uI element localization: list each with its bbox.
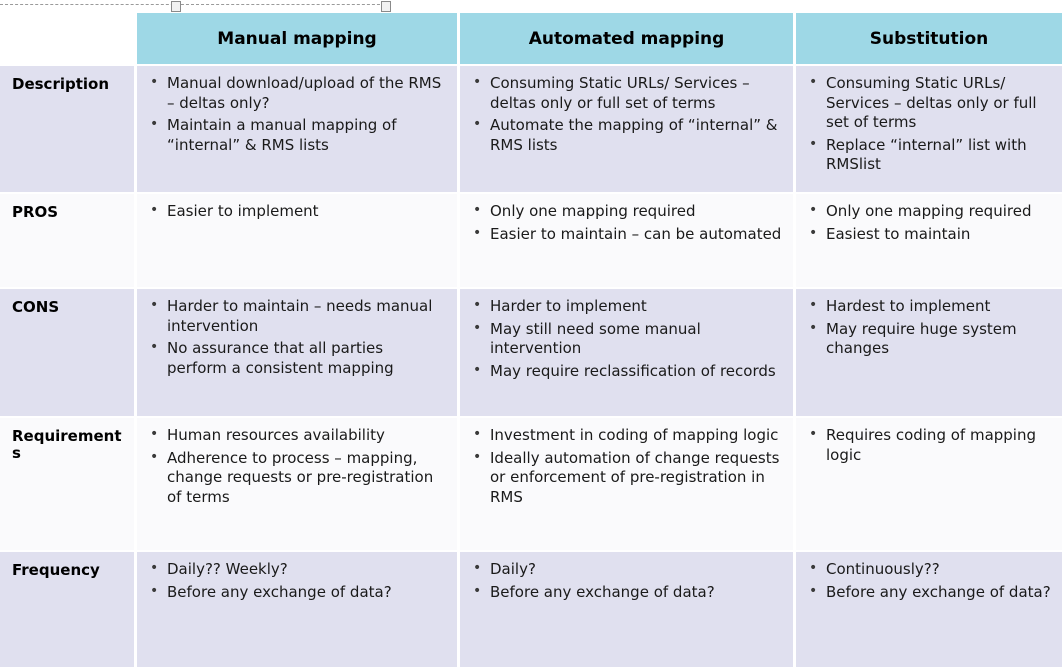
- bullet-item: Maintain a manual mapping of “internal” …: [145, 115, 447, 155]
- bullet-list: Hardest to implementMay require huge sys…: [804, 296, 1052, 359]
- table-cell[interactable]: Harder to maintain – needs manual interv…: [134, 287, 457, 416]
- bullet-item: Requires coding of mapping logic: [804, 425, 1052, 465]
- table-cell[interactable]: Consuming Static URLs/ Services – deltas…: [793, 64, 1062, 192]
- table-cell[interactable]: Only one mapping requiredEasier to maint…: [457, 192, 793, 287]
- bullet-item: Replace “internal” list with RMSlist: [804, 135, 1052, 175]
- bullet-item: May require reclassification of records: [468, 361, 783, 382]
- column-header-substitution[interactable]: Substitution: [793, 13, 1062, 64]
- comparison-table[interactable]: Manual mapping Automated mapping Substit…: [0, 13, 1062, 667]
- table-row: Description Manual download/upload of the…: [0, 64, 1062, 192]
- bullet-item: Before any exchange of data?: [145, 582, 447, 603]
- bullet-item: Consuming Static URLs/ Services – deltas…: [804, 73, 1052, 133]
- table-row: RequirementsHuman resources availability…: [0, 416, 1062, 550]
- bullet-item: Manual download/upload of the RMS – delt…: [145, 73, 447, 113]
- bullet-list: Harder to implementMay still need some m…: [468, 296, 783, 382]
- bullet-list: Daily?Before any exchange of data?: [468, 559, 783, 603]
- table-cell[interactable]: Continuously??Before any exchange of dat…: [793, 550, 1062, 667]
- bullet-item: Only one mapping required: [468, 201, 783, 222]
- column-header-manual-mapping[interactable]: Manual mapping: [134, 13, 457, 64]
- bullet-item: Easier to implement: [145, 201, 447, 222]
- bullet-item: No assurance that all parties perform a …: [145, 338, 447, 378]
- row-label-description: Description: [0, 64, 134, 192]
- table-body: Description Manual download/upload of the…: [0, 64, 1062, 667]
- row-label-requirements: Requirements: [0, 416, 134, 550]
- table-cell[interactable]: Harder to implementMay still need some m…: [457, 287, 793, 416]
- bullet-list: Harder to maintain – needs manual interv…: [145, 296, 447, 378]
- bullet-list: Consuming Static URLs/ Services – deltas…: [804, 73, 1052, 175]
- resize-handle-end[interactable]: [381, 1, 391, 12]
- bullet-item: Easier to maintain – can be automated: [468, 224, 783, 245]
- slide-canvas: Manual mapping Automated mapping Substit…: [0, 0, 1062, 603]
- table-cell[interactable]: Requires coding of mapping logic: [793, 416, 1062, 550]
- bullet-list: Only one mapping requiredEasier to maint…: [468, 201, 783, 245]
- bullet-item: Daily?? Weekly?: [145, 559, 447, 580]
- table-cell[interactable]: Investment in coding of mapping logicIde…: [457, 416, 793, 550]
- table-row: PROS Easier to implement Only one mapping …: [0, 192, 1062, 287]
- table-row: FrequencyDaily?? Weekly?Before any excha…: [0, 550, 1062, 667]
- bullet-item: Human resources availability: [145, 425, 447, 446]
- object-selection-frame[interactable]: [0, 1, 391, 12]
- bullet-item: Automate the mapping of “internal” & RMS…: [468, 115, 783, 155]
- bullet-item: Easiest to maintain: [804, 224, 1052, 245]
- bullet-item: May still need some manual intervention: [468, 319, 783, 359]
- resize-handle-middle[interactable]: [171, 1, 181, 12]
- table-cell[interactable]: Manual download/upload of the RMS – delt…: [134, 64, 457, 192]
- table-header: Manual mapping Automated mapping Substit…: [0, 13, 1062, 64]
- bullet-list: Investment in coding of mapping logicIde…: [468, 425, 783, 508]
- bullet-item: Adherence to process – mapping, change r…: [145, 448, 447, 508]
- bullet-list: Only one mapping requiredEasiest to main…: [804, 201, 1052, 245]
- bullet-item: Daily?: [468, 559, 783, 580]
- table-header-row: Manual mapping Automated mapping Substit…: [0, 13, 1062, 64]
- row-label-cons: CONS: [0, 287, 134, 416]
- bullet-item: Continuously??: [804, 559, 1052, 580]
- bullet-item: Consuming Static URLs/ Services – deltas…: [468, 73, 783, 113]
- bullet-list: Requires coding of mapping logic: [804, 425, 1052, 465]
- table-cell[interactable]: Hardest to implementMay require huge sys…: [793, 287, 1062, 416]
- table-cell[interactable]: Daily?? Weekly?Before any exchange of da…: [134, 550, 457, 667]
- bullet-item: Harder to implement: [468, 296, 783, 317]
- bullet-item: Harder to maintain – needs manual interv…: [145, 296, 447, 336]
- bullet-list: Human resources availabilityAdherence to…: [145, 425, 447, 508]
- table-cell[interactable]: Only one mapping requiredEasiest to main…: [793, 192, 1062, 287]
- bullet-list: Daily?? Weekly?Before any exchange of da…: [145, 559, 447, 603]
- bullet-item: Before any exchange of data?: [468, 582, 783, 603]
- table-row: CONS Harder to maintain – needs manual in…: [0, 287, 1062, 416]
- bullet-item: May require huge system changes: [804, 319, 1052, 359]
- bullet-item: Before any exchange of data?: [804, 582, 1052, 603]
- column-header-automated-mapping[interactable]: Automated mapping: [457, 13, 793, 64]
- bullet-item: Hardest to implement: [804, 296, 1052, 317]
- bullet-list: Continuously??Before any exchange of dat…: [804, 559, 1052, 603]
- bullet-list: Consuming Static URLs/ Services – deltas…: [468, 73, 783, 155]
- bullet-item: Ideally automation of change requests or…: [468, 448, 783, 508]
- bullet-list: Manual download/upload of the RMS – delt…: [145, 73, 447, 155]
- bullet-list: Easier to implement: [145, 201, 447, 222]
- row-label-pros: PROS: [0, 192, 134, 287]
- table-cell[interactable]: Consuming Static URLs/ Services – deltas…: [457, 64, 793, 192]
- table-cell[interactable]: Easier to implement: [134, 192, 457, 287]
- table-cell[interactable]: Human resources availabilityAdherence to…: [134, 416, 457, 550]
- row-label-frequency: Frequency: [0, 550, 134, 667]
- table-corner-cell: [0, 13, 134, 64]
- table-cell[interactable]: Daily?Before any exchange of data?: [457, 550, 793, 667]
- bullet-item: Investment in coding of mapping logic: [468, 425, 783, 446]
- bullet-item: Only one mapping required: [804, 201, 1052, 222]
